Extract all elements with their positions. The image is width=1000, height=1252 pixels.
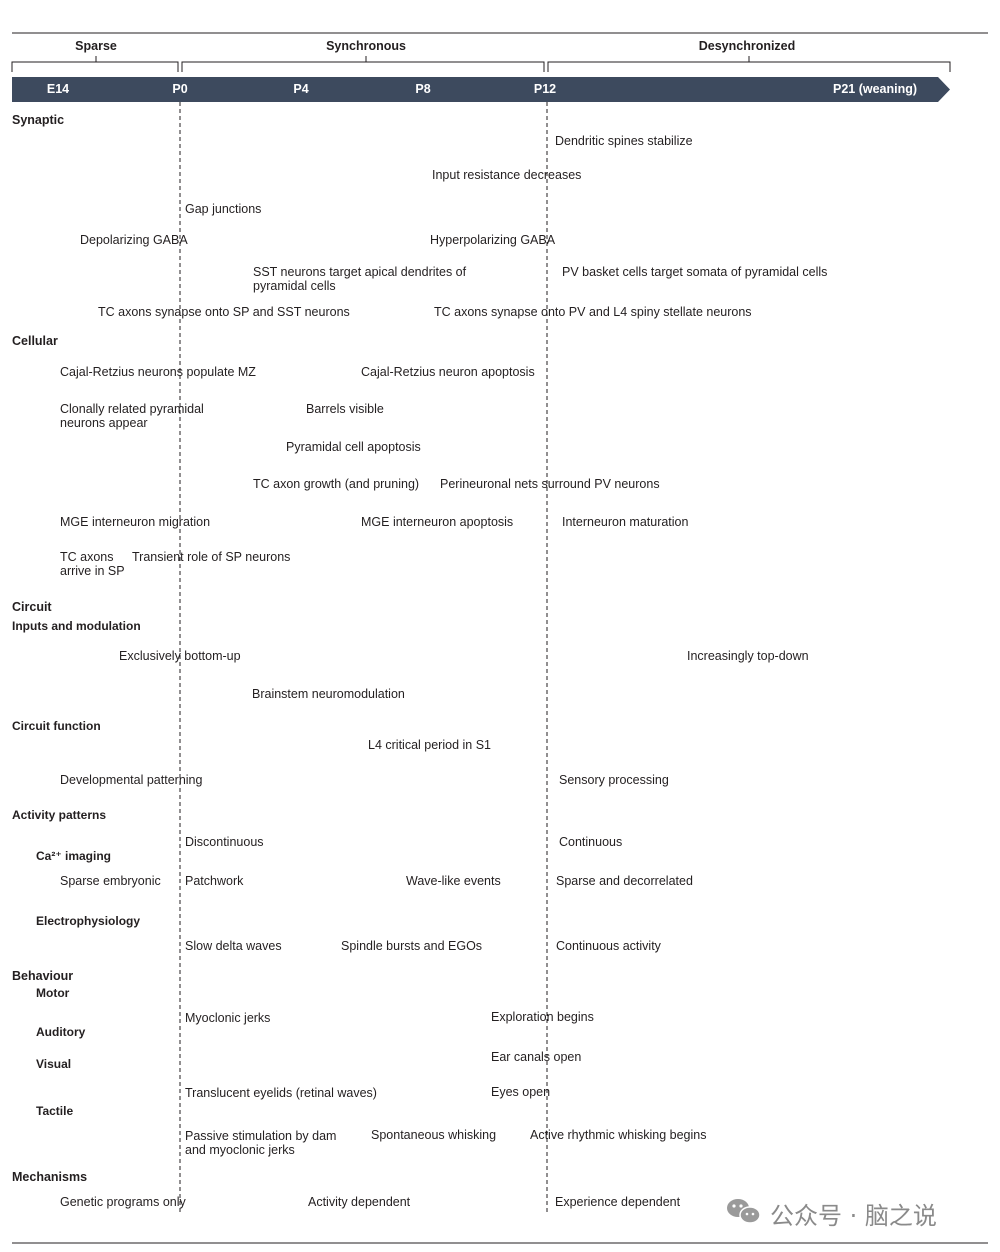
era-synchronous: Synchronous [326, 39, 406, 53]
subcategory-activity: Activity patterns [12, 808, 107, 822]
event-pv-basket: PV basket cells target somata of pyramid… [562, 265, 828, 279]
watermark-text: 公众号 · 脑之说 [770, 1202, 937, 1230]
event-exploration: Exploration begins [491, 1010, 594, 1024]
event-tc-arrive-line1: TC axons [60, 550, 114, 564]
event-inter-maturation: Interneuron maturation [562, 515, 689, 529]
event-sst-target-line2: pyramidal cells [253, 279, 336, 293]
event-continuous-activity: Continuous activity [556, 939, 661, 953]
cellular-bars [55, 358, 950, 546]
event-barrels: Barrels visible [306, 402, 384, 416]
event-dev-patterning: Developmental patterning [60, 773, 203, 787]
event-l4-critical: L4 critical period in S1 [368, 738, 491, 752]
event-ear-canals: Ear canals open [491, 1050, 582, 1064]
category-cellular: Cellular [12, 334, 58, 348]
event-mge-migration: MGE interneuron migration [60, 515, 211, 529]
event-tc-pv-l4: TC axons synapse onto PV and L4 spiny st… [434, 305, 752, 319]
age-p8: P8 [415, 82, 431, 96]
age-p0: P0 [172, 82, 188, 96]
event-tc-sp-sst: TC axons synapse onto SP and SST neurons [98, 305, 350, 319]
event-spont-whisking: Spontaneous whisking [371, 1128, 497, 1142]
timeline-bar [12, 77, 950, 102]
event-hyperpol-gaba: Hyperpolarizing GABA [430, 233, 556, 247]
category-mechanisms: Mechanisms [12, 1170, 88, 1184]
event-pyr-apoptosis: Pyramidal cell apoptosis [286, 440, 421, 454]
event-dendritic-spines: Dendritic spines stabilize [555, 134, 693, 148]
event-sparse-decorrelated: Sparse and decorrelated [556, 874, 693, 888]
event-cajal-apoptosis: Cajal-Retzius neuron apoptosis [361, 365, 535, 379]
event-patchwork: Patchwork [185, 874, 244, 888]
event-eyes-open: Eyes open [491, 1085, 551, 1099]
event-brainstem: Brainstem neuromodulation [252, 687, 405, 701]
era-sparse: Sparse [75, 39, 117, 53]
event-experience-dependent: Experience dependent [555, 1195, 681, 1209]
era-brackets [11, 56, 951, 72]
category-behaviour: Behaviour [12, 969, 74, 983]
subcategory-ca-imaging: Ca²⁺ imaging [36, 849, 112, 863]
event-tc-arrive-line2: arrive in SP [60, 564, 125, 578]
event-myoclonic: Myoclonic jerks [185, 1011, 271, 1025]
event-wave-like: Wave-like events [406, 874, 501, 888]
event-bottom-up: Exclusively bottom-up [119, 649, 241, 663]
event-continuous: Continuous [559, 835, 623, 849]
subcategory-inputs: Inputs and modulation [12, 619, 141, 633]
age-p4: P4 [293, 82, 309, 96]
event-gap-junctions: Gap junctions [185, 202, 262, 216]
event-sst-target-line1: SST neurons target apical dendrites of [253, 265, 467, 279]
event-passive-line1: Passive stimulation by dam [185, 1129, 337, 1143]
event-passive-line2: and myoclonic jerks [185, 1143, 295, 1157]
event-sensory-processing: Sensory processing [559, 773, 669, 787]
category-circuit: Circuit [12, 600, 52, 614]
event-clonal-line1: Clonally related pyramidal [60, 402, 204, 416]
event-depol-gaba: Depolarizing GABA [80, 233, 188, 247]
behaviour-bars [182, 1004, 950, 1124]
age-p12: P12 [533, 82, 557, 96]
circuit-bars [55, 643, 955, 935]
subcategory-motor: Motor [36, 986, 70, 1000]
event-activity-dependent: Activity dependent [308, 1195, 411, 1209]
event-top-down: Increasingly top-down [687, 649, 809, 663]
event-clonal-line2: neurons appear [60, 416, 148, 430]
event-mge-apoptosis: MGE interneuron apoptosis [361, 515, 514, 529]
event-discontinuous: Discontinuous [185, 835, 264, 849]
event-active-whisking: Active rhythmic whisking begins [530, 1128, 707, 1142]
event-pnn: Perineuronal nets surround PV neurons [440, 477, 660, 491]
age-p21: P21 (weaning) [833, 82, 918, 96]
subcategory-visual: Visual [36, 1057, 72, 1071]
event-input-resistance: Input resistance decreases [432, 168, 582, 182]
wechat-icon [727, 1199, 761, 1224]
event-sparse-embryonic: Sparse embryonic [60, 874, 161, 888]
event-eyelids: Translucent eyelids (retinal waves) [185, 1086, 377, 1100]
subcategory-ephys: Electrophysiology [36, 914, 141, 928]
event-tc-growth: TC axon growth (and pruning) [253, 477, 420, 491]
event-spindle: Spindle bursts and EGOs [341, 939, 483, 953]
category-synaptic: Synaptic [12, 113, 65, 127]
era-desynchronized: Desynchronized [698, 39, 796, 53]
event-genetic: Genetic programs only [60, 1195, 186, 1209]
subcategory-circuit-function: Circuit function [12, 719, 101, 733]
synaptic-bars [30, 127, 950, 300]
event-cajal-mz: Cajal-Retzius neurons populate MZ [60, 365, 256, 379]
subcategory-auditory: Auditory [36, 1025, 86, 1039]
event-sp-role: Transient role of SP neurons [132, 550, 291, 564]
event-slow-delta: Slow delta waves [185, 939, 282, 953]
age-e14: E14 [46, 82, 70, 96]
subcategory-tactile: Tactile [36, 1104, 74, 1118]
